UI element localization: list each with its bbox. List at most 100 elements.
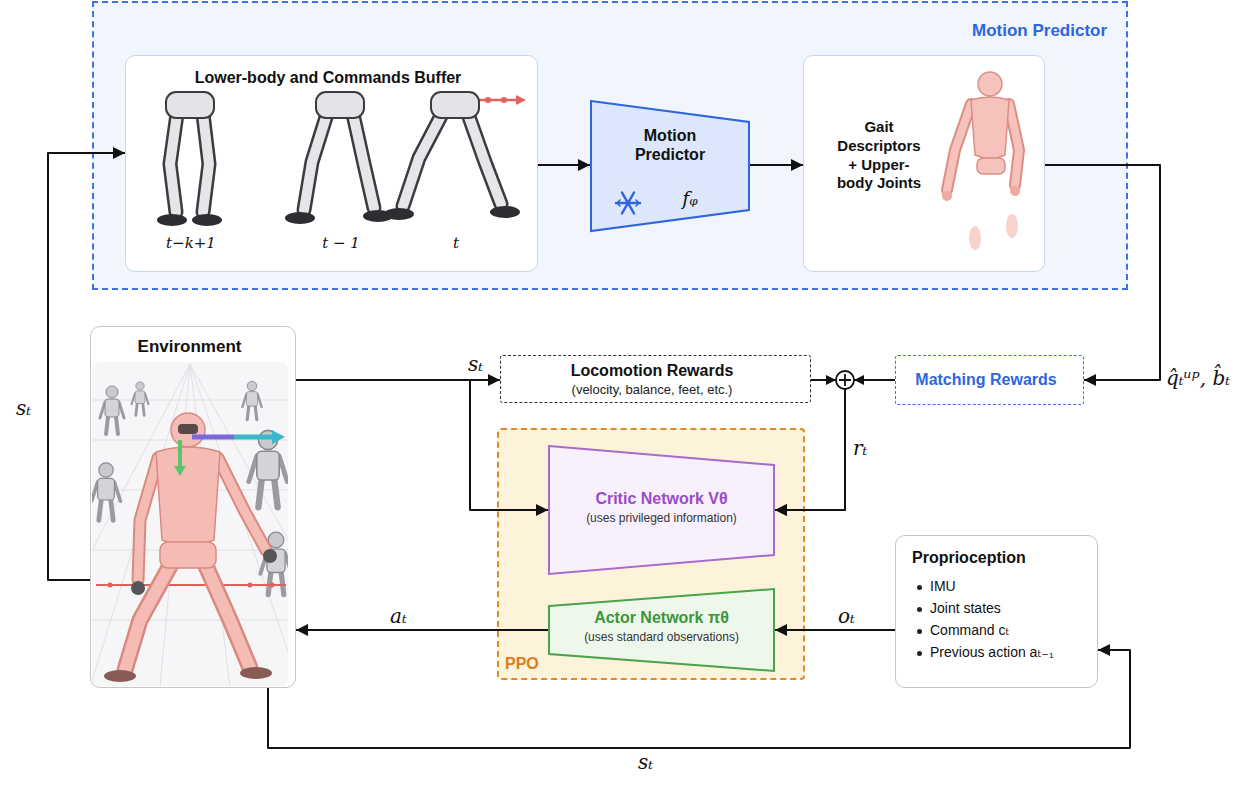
signal-label: sₜ [16, 398, 31, 418]
environment-scene [178, 440, 182, 468]
legs-figure [384, 208, 414, 220]
environment-scene [131, 581, 145, 595]
environment-scene [138, 458, 158, 580]
node-title: Matching Rewards [896, 370, 1076, 389]
upper-body-figure [1010, 186, 1020, 196]
node-text: t − 1 [309, 234, 373, 252]
legs-figure [468, 114, 501, 204]
flow-arrow [268, 650, 1130, 748]
text-holder: Proprioception [912, 548, 1088, 567]
network-trapezoid: Actor Network πθ (uses standard observati… [548, 588, 775, 672]
environment-scene [100, 386, 124, 434]
edge-label-holder: oₜ [838, 606, 855, 626]
environment-scene [92, 362, 288, 686]
node-text: Previous action aₜ₋₁ [930, 644, 1090, 661]
node-text: IMU [930, 578, 1090, 595]
legs-figure [285, 212, 315, 224]
text-holder: (velocity, balance, feet, etc.) [501, 382, 803, 398]
text-holder: Previous action aₜ₋₁ [930, 644, 1090, 661]
text-holder: Lower-body and Commands Buffer [126, 68, 530, 87]
text-holder: Environment [91, 337, 288, 357]
upper-body-figure [942, 191, 952, 201]
edge-label-holder: aₜ [390, 606, 407, 626]
environment-scene [240, 667, 272, 679]
node-title: Gait Descriptors + Upper-body Joints [832, 118, 926, 193]
node-text: fᵩ [670, 187, 710, 210]
environment-scene [270, 583, 275, 588]
signal-label: q̂ₜᵘᵖ, b̂ₜ [1166, 368, 1230, 388]
legs-figure [304, 114, 327, 210]
algorithm-region: PPO Critic Network Vθ (uses privileged inf… [497, 428, 805, 680]
network-trapezoid: Critic Network Vθ (uses privileged inform… [548, 445, 775, 575]
node-title: Critic Network Vθ [558, 489, 765, 508]
legs-figure [203, 114, 209, 212]
legs-figure [285, 92, 393, 224]
bullet-dot [917, 651, 922, 656]
legs-figure [170, 114, 177, 212]
environment-scene [248, 583, 253, 588]
output-box: Gait Descriptors + Upper-body Joints [803, 55, 1045, 272]
sum-symbol [839, 374, 851, 386]
text-holder: Matching Rewards [896, 370, 1076, 389]
bullet-dot [917, 585, 922, 590]
text-holder: Actor Network πθ [558, 608, 765, 627]
flow-arrow [775, 629, 895, 631]
environment-scene [192, 435, 234, 440]
edge-label-holder: rₜ [853, 438, 868, 458]
environment-scene [242, 381, 261, 419]
sum-symbol [826, 375, 836, 385]
model-trapezoid: Motion Predictor fᵩ [590, 100, 750, 232]
flow-arrow [775, 380, 895, 510]
flow-arrow [775, 380, 845, 510]
node-title: Motion Predictor [615, 126, 725, 164]
legs-figure [490, 206, 520, 218]
text-holder: Motion Predictor [972, 21, 1120, 41]
node-text: (uses standard observations) [558, 630, 765, 644]
environment-scene [108, 583, 113, 588]
edge-label-holder: q̂ₜᵘᵖ, b̂ₜ [1166, 368, 1230, 388]
text-holder: t [424, 234, 488, 252]
environment-scene [104, 670, 136, 682]
text-holder: (uses privileged information) [558, 511, 765, 525]
legs-figure [304, 114, 327, 210]
environment-scene [178, 424, 198, 434]
legs-figure [166, 92, 214, 118]
footprint-marks [969, 226, 981, 250]
environment-scene [218, 458, 266, 550]
legs-figure [192, 214, 222, 226]
legs-figure [353, 114, 374, 208]
node-text: t [424, 234, 488, 252]
text-holder: Gait Descriptors + Upper-body Joints [832, 118, 926, 193]
text-holder: Command cₜ [930, 622, 1090, 639]
sum-symbol [854, 375, 864, 385]
environment-scene [249, 430, 287, 507]
edge-label-holder: sₜ [638, 752, 653, 772]
text-holder: fᵩ [670, 187, 710, 210]
legs-figure [157, 92, 222, 226]
reward-box: Matching Rewards [895, 355, 1084, 405]
legs-figure [353, 114, 374, 208]
node-title: Motion Predictor [972, 21, 1120, 41]
legs-figure [316, 92, 364, 118]
upper-body-figure [977, 158, 1005, 174]
legs-figure [203, 114, 209, 212]
node-text: Joint states [930, 600, 1090, 617]
sensor-box: ProprioceptionIMU Joint statesCommand cₜ P… [895, 535, 1098, 688]
legs-figure [157, 214, 187, 226]
upper-body-figure [1009, 104, 1019, 185]
flow-arrow [296, 380, 548, 510]
legs-figure [403, 114, 442, 206]
shape-outline [549, 446, 774, 574]
environment-scene [156, 447, 220, 545]
node-title: Actor Network πθ [558, 608, 765, 627]
signal-label: rₜ [853, 438, 868, 458]
environment-scene [234, 435, 274, 440]
text-holder: Motion Predictor [615, 126, 725, 164]
node-title: PPO [505, 654, 555, 673]
environment-scene [206, 566, 250, 668]
node-title: Lower-body and Commands Buffer [126, 68, 530, 87]
shape-outline [548, 445, 775, 575]
environment-scene [92, 463, 120, 521]
edge-label-holder: sₜ [468, 354, 483, 374]
legs-figure [431, 92, 479, 118]
